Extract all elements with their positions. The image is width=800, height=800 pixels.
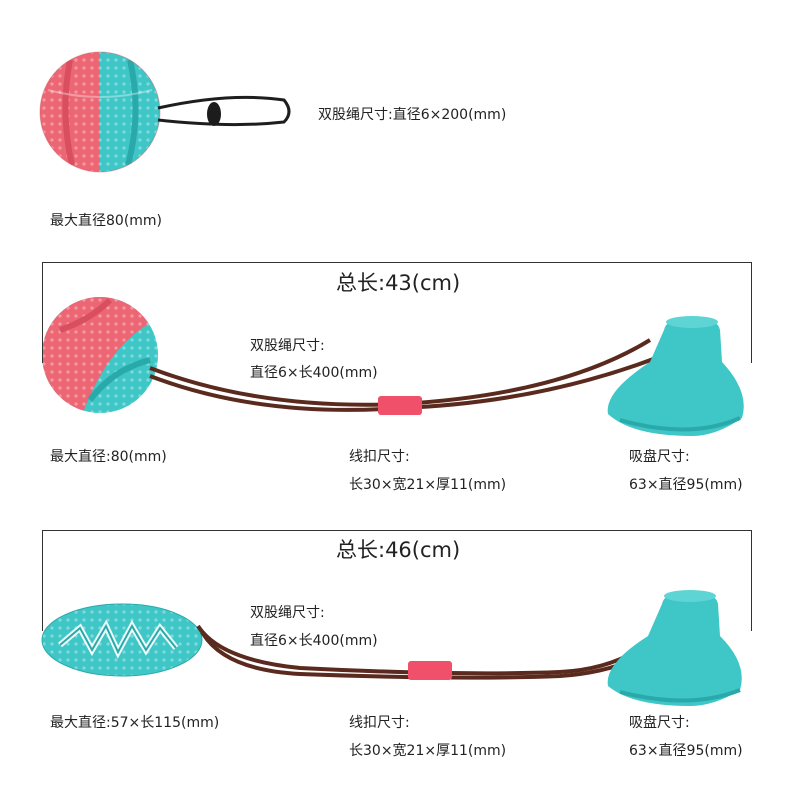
rope-value-2: 直径6×长400(mm) [250, 365, 378, 381]
total-length-label-3: 总长:46(cm) [336, 538, 461, 562]
buckle-value-2: 长30×宽21×厚11(mm) [349, 477, 507, 493]
total-length-label-2: 总长:43(cm) [336, 271, 461, 295]
ball-toy-2 [42, 297, 158, 413]
sucker-title-3: 吸盘尺寸: [629, 715, 690, 731]
buckle-value-3: 长30×宽21×厚11(mm) [349, 743, 507, 759]
suction-cup-3 [607, 590, 742, 706]
buckle-title-2: 线扣尺寸: [349, 449, 410, 465]
buckle-title-3: 线扣尺寸: [349, 715, 410, 731]
ball-diameter-label-1: 最大直径80(mm) [50, 213, 163, 229]
rope-buckle-3 [408, 661, 452, 680]
rugby-ball-toy-3 [41, 603, 203, 677]
sucker-value-2: 63×直径95(mm) [629, 477, 743, 493]
length-bracket-3 [42, 530, 752, 631]
rope-title-3: 双股绳尺寸: [250, 605, 325, 621]
ball-toy-1 [39, 51, 161, 173]
length-bracket-2 [42, 262, 752, 363]
rope-value-3: 直径6×长400(mm) [250, 633, 378, 649]
sucker-title-2: 吸盘尺寸: [629, 449, 690, 465]
ball-diameter-label-2: 最大直径:80(mm) [50, 449, 167, 465]
rope-buckle-2 [378, 396, 422, 415]
ball-diameter-label-3: 最大直径:57×长115(mm) [50, 715, 220, 731]
sucker-value-3: 63×直径95(mm) [629, 743, 743, 759]
rope-size-label-1: 双股绳尺寸:直径6×200(mm) [318, 107, 507, 123]
rope-title-2: 双股绳尺寸: [250, 338, 325, 354]
suction-cup-2 [607, 316, 744, 436]
rope-loop-1 [157, 95, 291, 127]
